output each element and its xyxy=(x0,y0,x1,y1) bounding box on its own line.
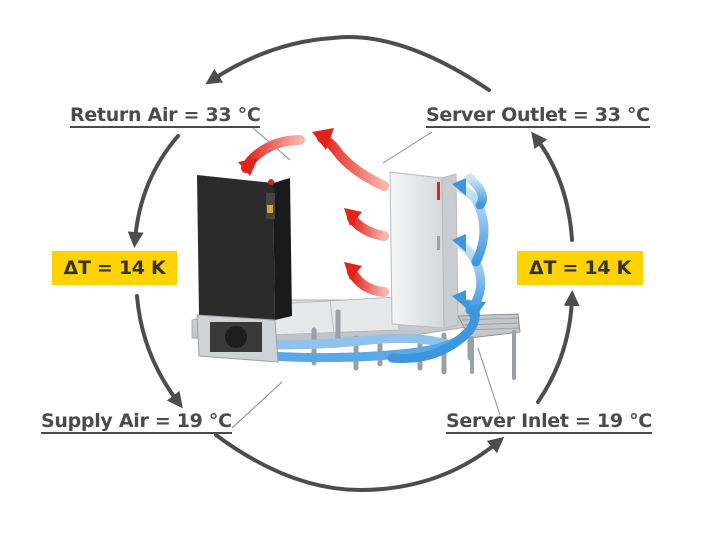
cycle-arrow-bottom xyxy=(214,433,505,493)
cycle-arrow-upper-left xyxy=(127,134,180,248)
server-outlet-label: Server Outlet = 33 °C xyxy=(426,104,650,128)
return-air-label: Return Air = 33 °C xyxy=(70,104,261,128)
server-inlet-label: Server Inlet = 19 °C xyxy=(446,410,652,434)
cycle-arrow-lower-right xyxy=(536,290,580,404)
cycle-arrow-lower-left xyxy=(135,294,183,409)
cycle-arrow-top xyxy=(205,35,491,92)
cycle-arrows xyxy=(127,35,580,493)
supply-air-label: Supply Air = 19 °C xyxy=(41,410,232,434)
server-rack xyxy=(389,171,459,329)
delta-t-badge-right: ΔT = 14 K xyxy=(517,251,643,285)
cooling-unit xyxy=(196,175,292,363)
delta-t-badge-left: ΔT = 14 K xyxy=(52,251,177,285)
cycle-arrow-upper-right xyxy=(531,131,574,242)
cold-air-underfloor xyxy=(263,300,486,363)
